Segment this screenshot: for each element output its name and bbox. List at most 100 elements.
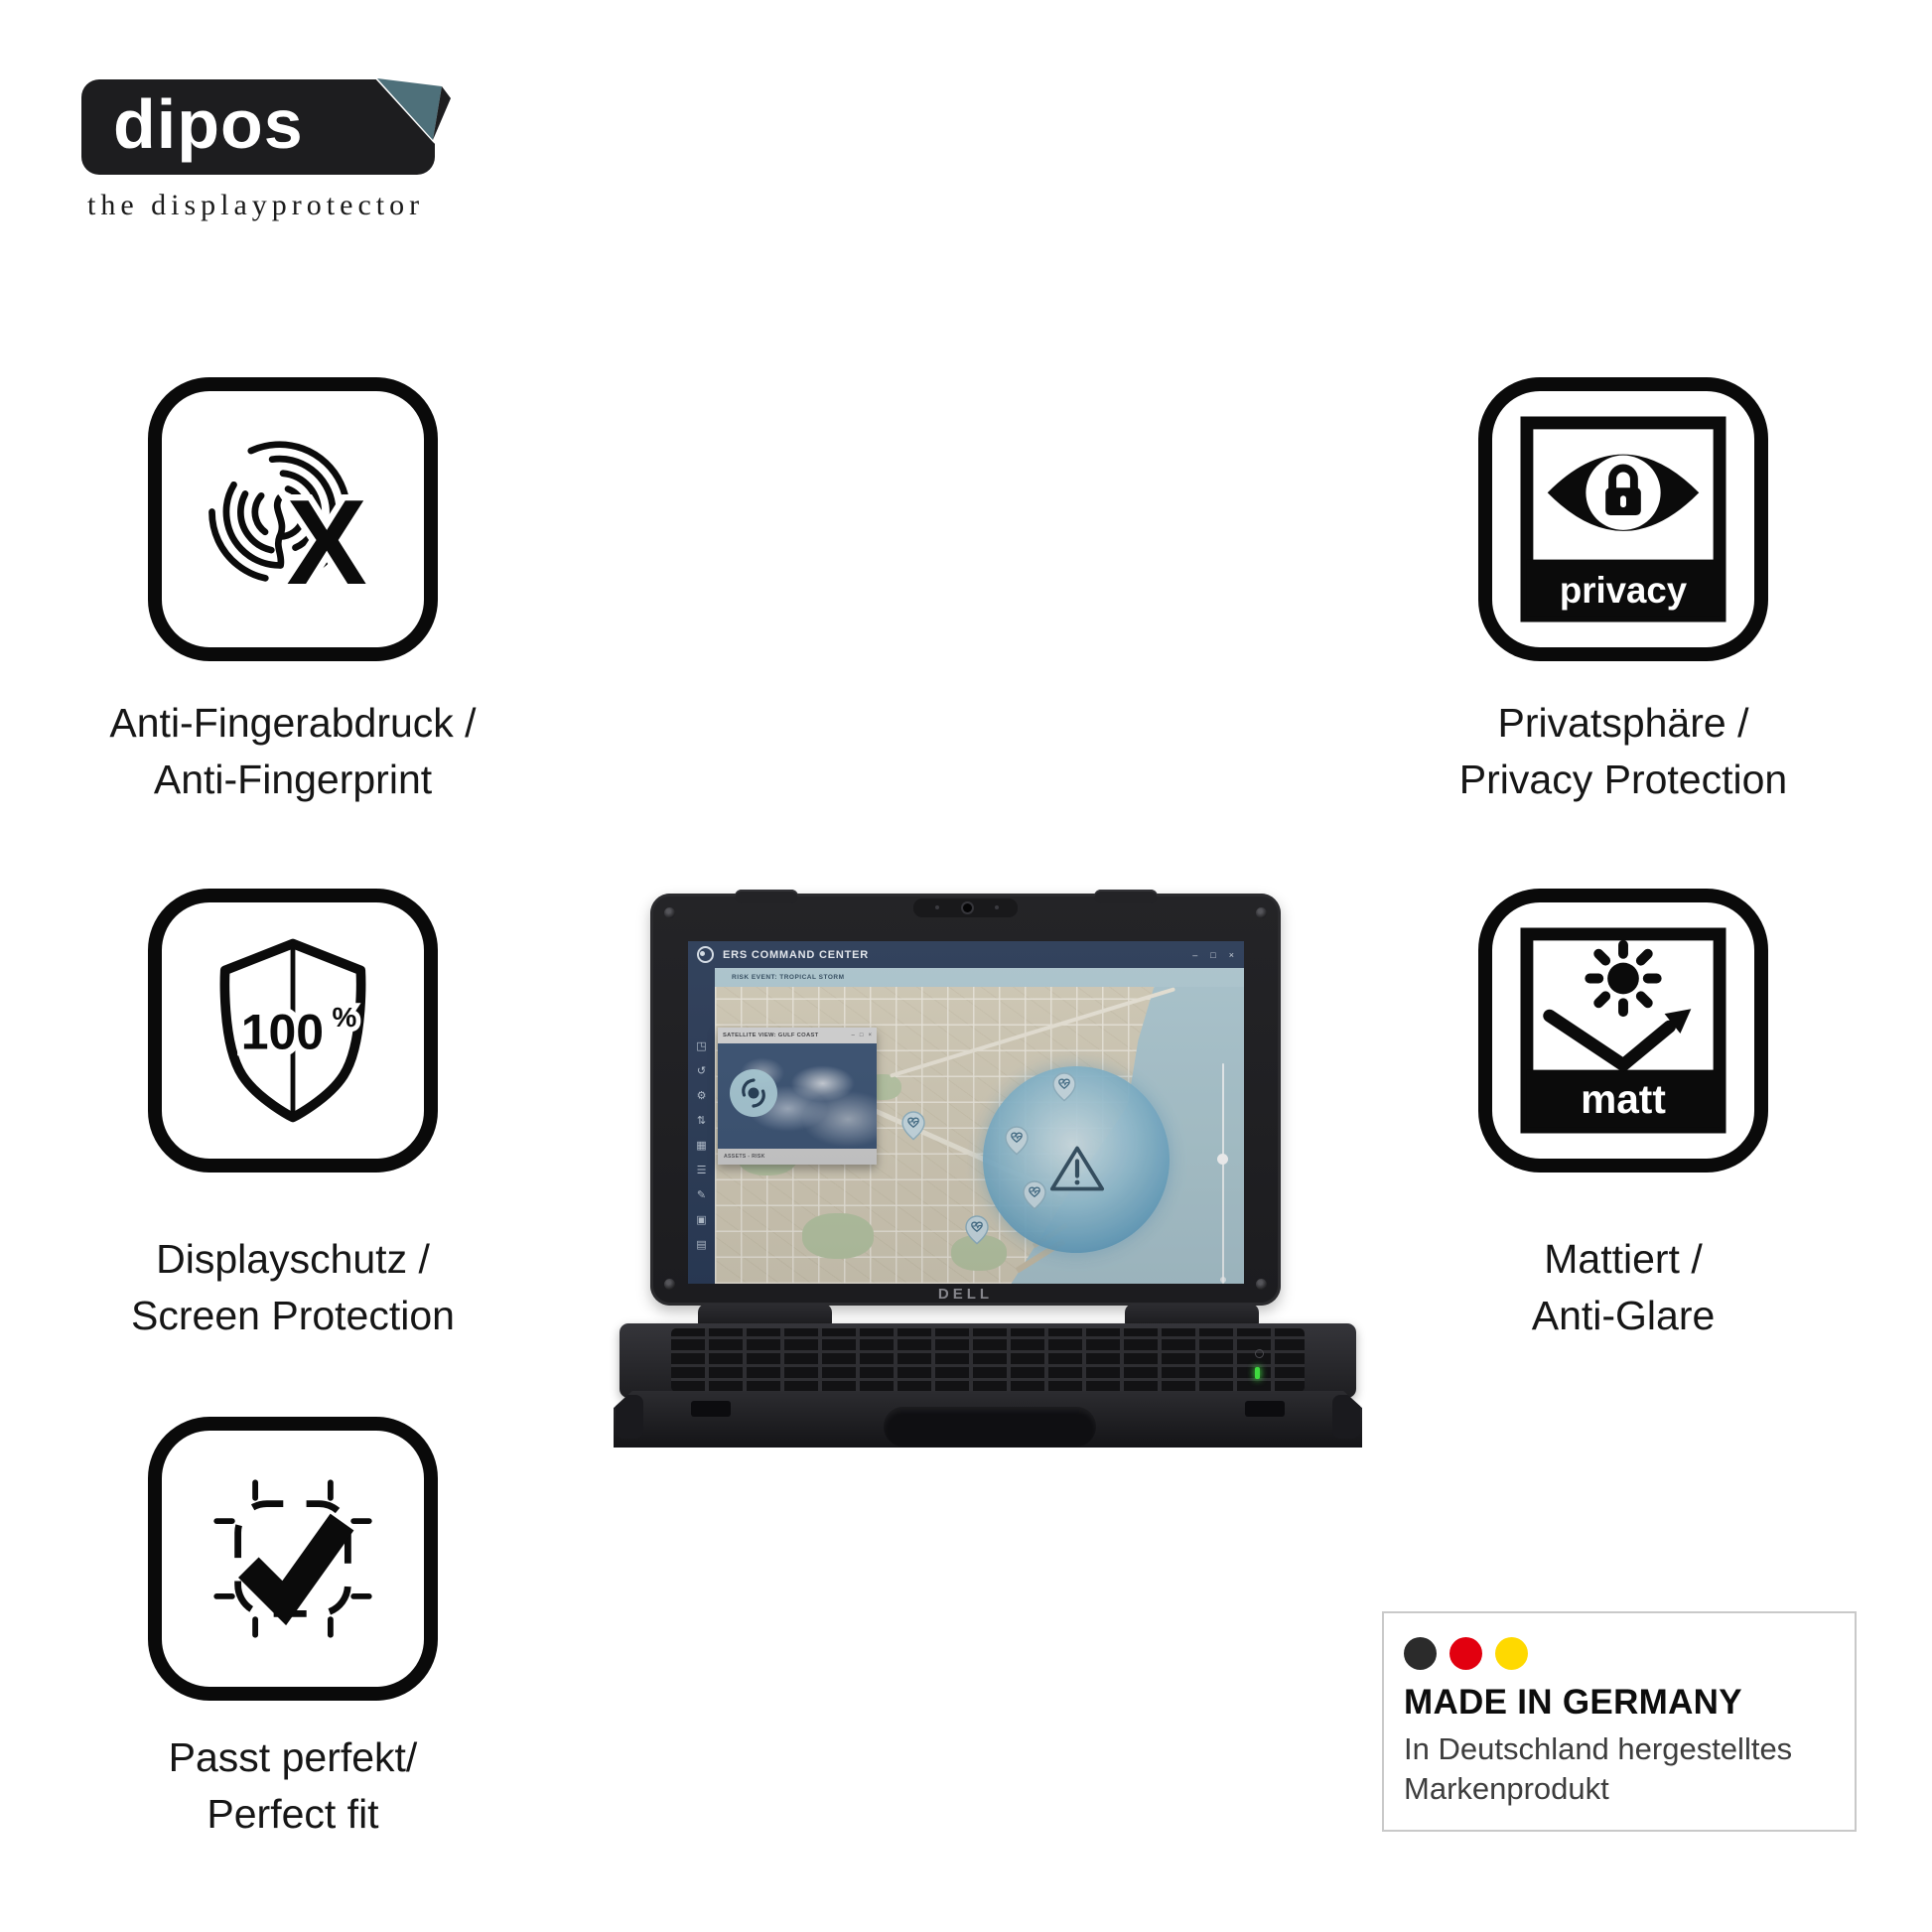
made-in-germany-badge: MADE IN GERMANY In Deutschland hergestel… — [1382, 1611, 1857, 1832]
feature-label-privacy: Privatsphäre / Privacy Protection — [1345, 695, 1901, 808]
flag-dot-yellow — [1495, 1637, 1528, 1670]
privacy-graphic: privacy — [1520, 416, 1726, 622]
brand-tagline: the displayprotector — [87, 189, 425, 221]
shield-100-icon: 100 % — [148, 889, 438, 1173]
shield-graphic: 100 % — [219, 938, 366, 1123]
label-line: Passt perfekt/ — [168, 1734, 418, 1780]
sun-reflect-arrow-icon: matt — [1478, 889, 1768, 1173]
minimize-button[interactable]: – — [1192, 949, 1198, 960]
warning-triangle-icon — [1049, 1146, 1105, 1191]
sidebar-tool-icon[interactable]: ◳ — [696, 1039, 707, 1052]
label-line: Displayschutz / — [156, 1236, 430, 1282]
satellite-window-title: SATELLITE VIEW: GULF COAST — [723, 1033, 819, 1038]
feature-label-anti-glare: Mattiert / Anti-Glare — [1345, 1231, 1901, 1344]
maximize-button[interactable]: □ — [859, 1033, 864, 1038]
label-line: Privacy Protection — [1458, 757, 1788, 802]
matt-graphic: matt — [1520, 927, 1726, 1134]
laptop-base — [614, 1391, 1362, 1448]
rugged-laptop: ERS COMMAND CENTER – □ × ◳ ↺ ⚙ ⇅ ▦ ☰ — [614, 887, 1362, 1448]
label-line: Anti-Fingerprint — [153, 757, 433, 802]
sidebar-tool-icon[interactable]: ✎ — [696, 1188, 707, 1201]
app-body: ◳ ↺ ⚙ ⇅ ▦ ☰ ✎ ▣ ▤ RISK EVENT: TROPICAL S… — [688, 968, 1244, 1284]
made-in-germany-line: Markenprodukt — [1404, 1770, 1609, 1806]
app-logo-icon — [697, 946, 714, 963]
fingerprint-x-icon: X — [148, 377, 438, 661]
close-button[interactable]: × — [1228, 949, 1234, 960]
hurricane-satellite-image — [718, 1043, 877, 1149]
satellite-window: SATELLITE VIEW: GULF COAST – □ × — [718, 1028, 877, 1165]
dell-logo: DELL — [937, 1286, 994, 1303]
risk-alert-bar: RISK EVENT: TROPICAL STORM — [715, 968, 1244, 987]
flag-dot-black — [1404, 1637, 1437, 1670]
matt-badge-text: matt — [1581, 1076, 1666, 1122]
park-area — [802, 1213, 874, 1259]
label-line: Anti-Glare — [1531, 1293, 1716, 1338]
feature-label-screen-protection: Displayschutz / Screen Protection — [15, 1231, 571, 1344]
shield-unit: % — [332, 1002, 356, 1033]
feature-label-perfect-fit: Passt perfekt/ Perfect fit — [15, 1729, 571, 1843]
mic-dot-icon — [935, 905, 939, 909]
sidebar-tool-icon[interactable]: ↺ — [696, 1064, 707, 1077]
dipos-logo: dipos — [81, 76, 465, 175]
asset-pin-icon — [1023, 1180, 1046, 1210]
german-flag-dots — [1404, 1637, 1855, 1670]
maximize-button[interactable]: □ — [1210, 949, 1216, 960]
carry-handle — [884, 1407, 1096, 1447]
front-clasp — [691, 1401, 731, 1417]
close-button[interactable]: × — [868, 1033, 872, 1038]
label-line: Screen Protection — [131, 1293, 455, 1338]
keyboard-keys — [671, 1328, 1305, 1392]
bezel-screw-icon — [1256, 1279, 1267, 1290]
satellite-window-controls: – □ × — [852, 1033, 872, 1038]
laptop-lid: ERS COMMAND CENTER – □ × ◳ ↺ ⚙ ⇅ ▦ ☰ — [650, 890, 1281, 1306]
sidebar-tool-icon[interactable]: ▦ — [696, 1139, 707, 1152]
sidebar-tool-icon[interactable]: ▣ — [696, 1213, 707, 1226]
asset-pin-icon — [1005, 1126, 1029, 1156]
slider-handle[interactable] — [1217, 1154, 1228, 1165]
sidebar-tool-icon[interactable]: ⚙ — [696, 1089, 707, 1102]
lid-latch — [735, 890, 798, 903]
asset-pin-icon — [965, 1215, 989, 1245]
flag-dot-red — [1449, 1637, 1482, 1670]
app-title-bar: ERS COMMAND CENTER – □ × — [688, 941, 1244, 968]
asset-pin-icon — [1052, 1072, 1076, 1102]
power-indicator-icon — [1255, 1349, 1264, 1358]
keyboard-deck — [620, 1323, 1356, 1398]
privacy-badge-text: privacy — [1560, 570, 1688, 611]
checkmark-crop-icon — [148, 1417, 438, 1701]
satellite-window-footer: ASSETS - RISK — [718, 1149, 877, 1165]
label-line: Mattiert / — [1544, 1236, 1703, 1282]
laptop-screen: ERS COMMAND CENTER – □ × ◳ ↺ ⚙ ⇅ ▦ ☰ — [688, 941, 1244, 1284]
webcam-bar — [913, 898, 1018, 917]
bezel-screw-icon — [664, 1279, 675, 1290]
bezel-screw-icon — [1256, 907, 1267, 918]
storm-badge — [730, 1069, 777, 1117]
satellite-window-title-bar: SATELLITE VIEW: GULF COAST – □ × — [718, 1028, 877, 1043]
label-line: Anti-Fingerabdruck / — [109, 700, 477, 746]
window-controls: – □ × — [1192, 950, 1234, 960]
asset-pin-icon — [901, 1111, 925, 1141]
lid-latch — [1094, 890, 1158, 903]
map-zoom-slider[interactable] — [1222, 1063, 1224, 1284]
bezel-screw-icon — [664, 907, 675, 918]
sidebar-tool-icon[interactable]: ▤ — [696, 1238, 707, 1251]
label-line: Perfect fit — [207, 1791, 379, 1837]
mic-dot-icon — [995, 905, 999, 909]
folded-corner-icon — [373, 76, 465, 172]
road — [889, 987, 1176, 1078]
shield-value: 100 — [241, 1004, 324, 1059]
webcam-lens-icon — [963, 903, 972, 912]
minimize-button[interactable]: – — [851, 1033, 855, 1038]
app-title: ERS COMMAND CENTER — [723, 948, 870, 961]
fingerprint-graphic: X — [208, 441, 373, 616]
sidebar-tool-icon[interactable]: ☰ — [696, 1164, 707, 1176]
label-line: Privatsphäre / — [1497, 700, 1749, 746]
corner-bumper — [1332, 1395, 1360, 1439]
corner-bumper — [616, 1395, 643, 1439]
privacy-eye-lock-icon: privacy — [1478, 377, 1768, 661]
front-clasp — [1245, 1401, 1285, 1417]
slider-end-dot — [1220, 1277, 1226, 1283]
feature-label-anti-fingerprint: Anti-Fingerabdruck / Anti-Fingerprint — [15, 695, 571, 808]
sidebar-tool-icon[interactable]: ⇅ — [696, 1114, 707, 1127]
